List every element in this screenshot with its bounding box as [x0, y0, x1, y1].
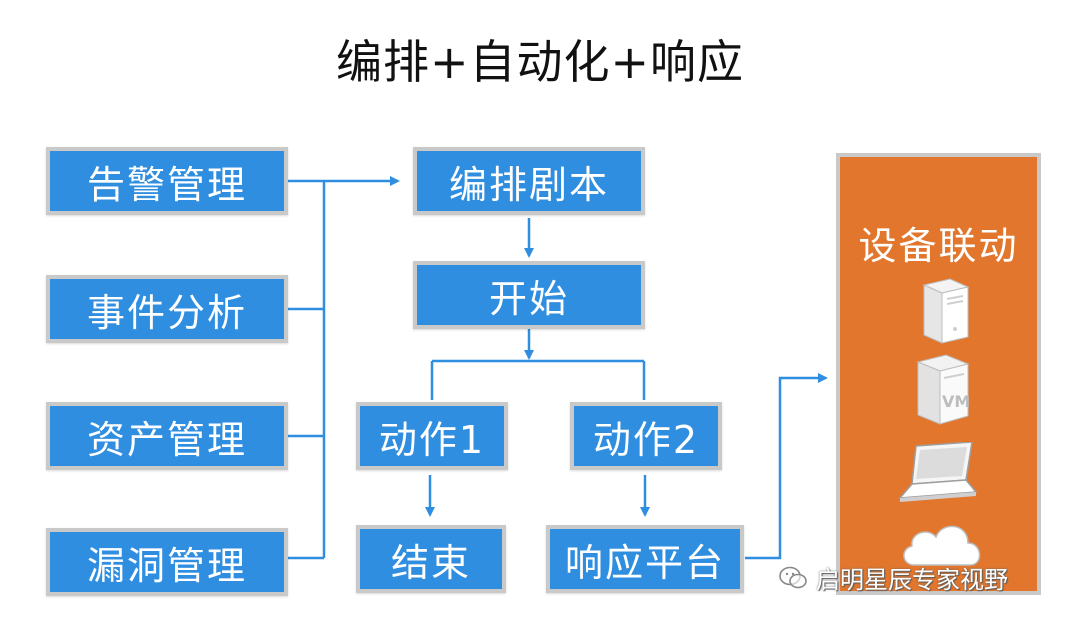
asset-management-box: 资产管理 [46, 402, 288, 470]
watermark: 启明星辰专家视野 [778, 560, 1008, 595]
device-linkage-panel: 设备联动 VM [836, 153, 1041, 595]
laptop-icon [896, 441, 980, 508]
wechat-icon [779, 566, 807, 588]
diagram-title: 编排+自动化+响应 [335, 35, 745, 89]
response-platform-box: 响应平台 [546, 525, 744, 593]
action2-box: 动作2 [570, 402, 722, 470]
server-icon [910, 277, 974, 349]
panel-title: 设备联动 [858, 224, 1019, 268]
end-box: 结束 [356, 525, 506, 593]
vulnerability-management-box: 漏洞管理 [46, 528, 288, 596]
arrow-to-devices [745, 373, 828, 560]
vm-label: VM [942, 392, 971, 411]
watermark-text: 启明星辰专家视野 [816, 566, 1008, 594]
cloud-icon [896, 515, 986, 575]
event-analysis-box: 事件分析 [46, 275, 288, 343]
playbook-box: 编排剧本 [413, 147, 645, 215]
alert-management-box: 告警管理 [46, 147, 288, 215]
start-box: 开始 [413, 261, 645, 329]
vm-server-icon: VM [906, 352, 976, 430]
action1-box: 动作1 [356, 402, 508, 470]
